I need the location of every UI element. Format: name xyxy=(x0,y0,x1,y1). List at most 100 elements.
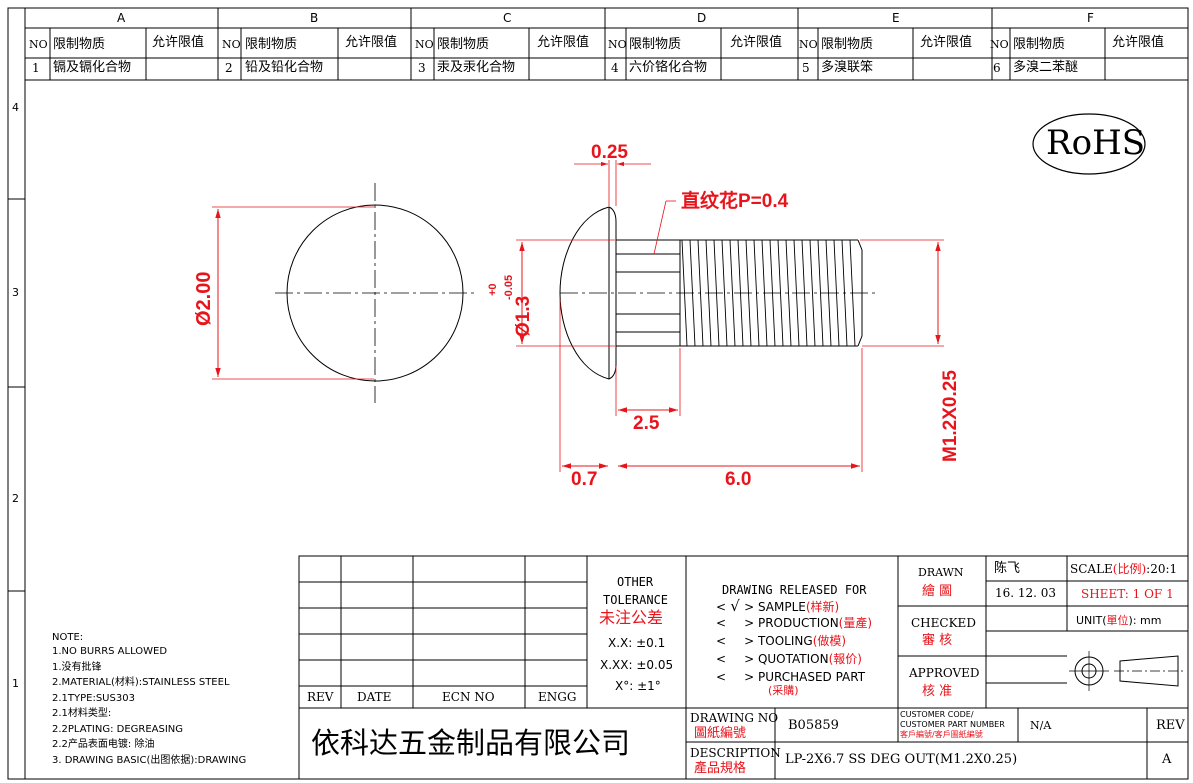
rs-substance-header: 限制物质 xyxy=(437,37,490,52)
unit-field: UNIT(單位): mm xyxy=(1076,615,1161,626)
rs-item-name: 六价铬化合物 xyxy=(629,60,708,75)
checked-zh: 審 核 xyxy=(922,633,953,648)
release-label: PURCHASED PART xyxy=(757,670,866,684)
rs-substance-header: 限制物质 xyxy=(821,37,874,52)
release-item: <√> SAMPLE(样新) xyxy=(716,599,839,614)
drawn-zh: 繪 圖 xyxy=(922,584,953,599)
rev-box-value: A xyxy=(1162,752,1172,767)
rs-limit-header: 允许限值 xyxy=(345,35,398,50)
dim-knurl-length: 2.5 xyxy=(633,413,660,434)
unit-label: UNIT( xyxy=(1076,614,1107,627)
zone-row-4: 4 xyxy=(12,101,19,114)
tolerance-deg: X°: ±1° xyxy=(615,679,661,693)
rs-item-no: 3 xyxy=(418,61,426,75)
rev-col-date: DATE xyxy=(357,690,392,704)
rs-item-no: 1 xyxy=(32,61,40,75)
zone-letter-f: F xyxy=(1087,11,1094,25)
tolerance-xxx: X.XX: ±0.05 xyxy=(600,658,674,672)
release-gt: > xyxy=(744,670,755,684)
release-label: PRODUCTION xyxy=(757,616,839,630)
drawn-label: DRAWN xyxy=(918,566,964,579)
side-dimensions xyxy=(516,160,944,472)
rs-item-name: 多溴二苯醚 xyxy=(1013,60,1079,75)
rs-no-header: NO xyxy=(990,38,1009,51)
release-checkmark: √ xyxy=(730,597,740,615)
unit-zh: 單位 xyxy=(1106,614,1129,627)
release-zh: (報价) xyxy=(828,652,862,666)
dim-thread: M1.2X0.25 xyxy=(940,370,961,462)
description-label: DESCRIPTION xyxy=(690,746,781,760)
description-zh: 產品規格 xyxy=(694,761,747,776)
rs-item-no: 2 xyxy=(225,61,233,75)
rev-col-ecn: ECN NO xyxy=(442,690,495,704)
release-lt: < xyxy=(716,670,727,684)
release-gt: > xyxy=(744,652,755,666)
rev-col-engg: ENGG xyxy=(538,690,577,704)
rs-substance-header: 限制物质 xyxy=(53,37,106,52)
note-line: 2.2产品表面电镀: 除油 xyxy=(52,739,155,750)
zone-row-3: 3 xyxy=(12,286,19,299)
note-line: 1.NO BURRS ALLOWED xyxy=(52,646,168,657)
scale-zh: (比例) xyxy=(1112,562,1147,576)
rs-limit-header: 允许限值 xyxy=(730,35,783,50)
zone-letter-e: E xyxy=(892,11,900,25)
rs-item-name: 汞及汞化合物 xyxy=(437,60,516,75)
release-zh: (样新) xyxy=(805,600,840,614)
release-item: < > QUOTATION(報价) xyxy=(716,653,862,665)
rs-item-no: 5 xyxy=(802,61,810,75)
release-gt: > xyxy=(744,616,755,630)
release-label: QUOTATION xyxy=(757,652,829,666)
release-item: <> TOOLING(做模) xyxy=(716,635,846,647)
drawing-no-value: B05859 xyxy=(788,718,839,733)
zone-row-1: 1 xyxy=(12,677,19,690)
note-line: 2.MATERIAL(材料):STAINLESS STEEL xyxy=(52,677,230,688)
rs-no-header: NO xyxy=(608,38,627,51)
release-lt: < xyxy=(716,616,727,630)
rohs-label: RoHS xyxy=(1046,123,1146,163)
rs-item-name: 多溴联笨 xyxy=(821,60,874,75)
dim-head-length: 0.7 xyxy=(571,469,598,490)
rs-item-no: 6 xyxy=(993,61,1001,75)
tolerance-xx: X.X: ±0.1 xyxy=(608,636,666,650)
unit-value: ): mm xyxy=(1128,614,1162,627)
rs-limit-header: 允许限值 xyxy=(1112,35,1165,50)
description-value: LP-2X6.7 SS DEG OUT(M1.2X0.25) xyxy=(785,752,1018,767)
zone-letter-b: B xyxy=(310,11,319,25)
rs-no-header: NO xyxy=(415,38,434,51)
customer-l1: CUSTOMER CODE/ xyxy=(900,710,974,719)
rs-item-no: 4 xyxy=(611,61,619,75)
zone-row-2: 2 xyxy=(12,492,19,505)
dim-shank-tol-upper: +0 xyxy=(487,283,499,296)
release-lt: < xyxy=(716,634,727,648)
rev-col-rev: REV xyxy=(307,690,334,704)
rs-item-name: 镉及镉化合物 xyxy=(53,60,132,75)
scale-field: SCALE(比例):20:1 xyxy=(1070,563,1177,575)
dim-shank-dia: Ø1.3 xyxy=(513,295,534,337)
rohs-badge xyxy=(1032,113,1146,175)
dim-head-dia: Ø2.00 xyxy=(193,271,215,326)
rs-no-header: NO xyxy=(29,38,48,51)
release-item: <> PRODUCTION(量產) xyxy=(716,617,872,629)
side-view xyxy=(559,206,876,380)
drawing-no-zh: 圖紙編號 xyxy=(694,726,747,741)
projection-symbol xyxy=(1069,651,1184,691)
release-lt: < xyxy=(716,652,727,666)
rs-substance-header: 限制物质 xyxy=(629,37,682,52)
note-line: 2.2PLATING: DEGREASING xyxy=(52,723,184,735)
zone-letter-c: C xyxy=(503,11,512,25)
release-gt: > xyxy=(744,634,755,648)
zone-letter-d: D xyxy=(697,11,707,25)
rs-substance-header: 限制物质 xyxy=(245,37,298,52)
note-line: 2.1TYPE:SUS303 xyxy=(52,692,135,704)
release-label: SAMPLE xyxy=(757,600,806,614)
approved-zh: 核 准 xyxy=(922,684,953,699)
approved-label: APPROVED xyxy=(909,666,980,680)
tolerance-l2: TOLERANCE xyxy=(603,593,669,607)
drawn-date: 16. 12. 03 xyxy=(995,586,1057,600)
dim-shank-tol-lower: -0.05 xyxy=(503,274,515,300)
rs-limit-header: 允许限值 xyxy=(152,35,205,50)
end-view xyxy=(212,183,475,403)
customer-l2: CUSTOMER PART NUMBER xyxy=(900,720,1005,729)
note-line: 2.1材料类型: xyxy=(52,708,112,719)
